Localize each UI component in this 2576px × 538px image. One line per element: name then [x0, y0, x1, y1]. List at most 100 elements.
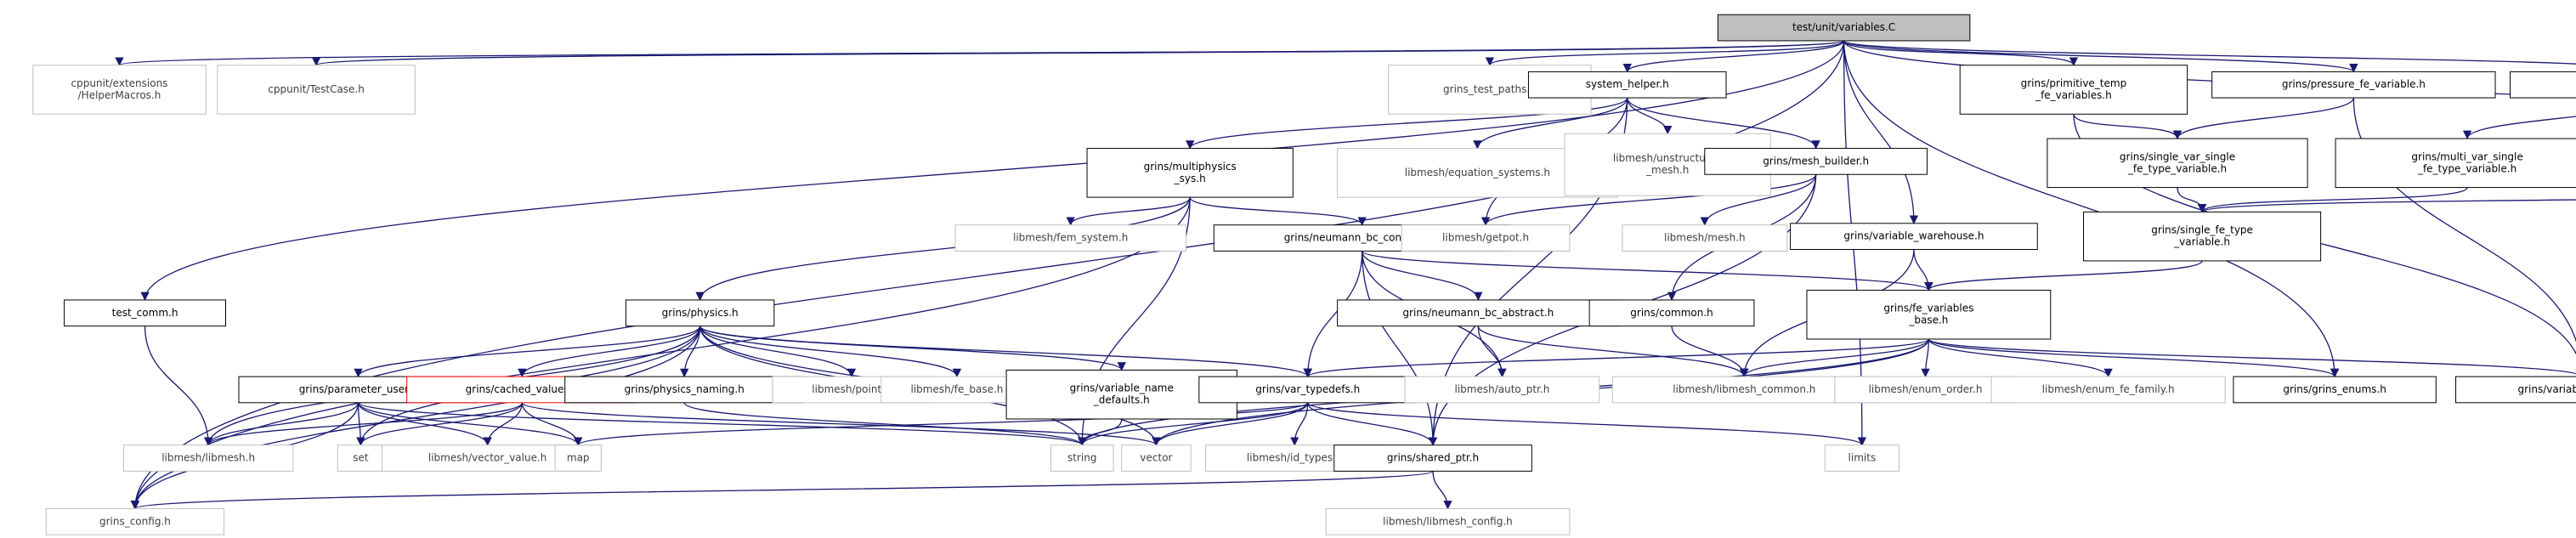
node-label: grins/physics.h [662, 307, 739, 319]
node-pressure-fe[interactable]: grins/pressure_fe_variable.h [2211, 71, 2496, 99]
node-enum-fe-family[interactable]: libmesh/enum_fe_family.h [1990, 376, 2226, 404]
node-variable-warehouse[interactable]: grins/variable_warehouse.h [1790, 223, 2038, 250]
node-label: libmesh/mesh.h [1664, 232, 1746, 244]
node-label: string [1067, 452, 1096, 464]
edge-var-typedefs-to-string [1078, 402, 1309, 446]
edge-mesh-builder-to-mesh [1700, 174, 1817, 226]
edge-velocity-fe-to-multi-var-single [2462, 116, 2576, 140]
edge-fe-variables-base-to-enum-fe-family [1928, 338, 2113, 378]
node-multi-var-single[interactable]: grins/multi_var_single_fe_type_variable.… [2335, 138, 2576, 189]
edge-neumann-bc-container-to-fe-variables-base [1362, 250, 1933, 292]
edge-multi-var-single-to-single-fe-type [2198, 187, 2468, 213]
node-shared-ptr[interactable]: grins/shared_ptr.h [1333, 445, 1532, 472]
edge-root-to-variable-warehouse [1843, 40, 1919, 224]
node-map[interactable]: map [554, 445, 602, 472]
node-box [1121, 445, 1192, 472]
node-label: libmesh/auto_ptr.h [1455, 383, 1550, 395]
edge-var-typedefs-to-vector [1152, 402, 1309, 446]
node-cppunit-testcase[interactable]: cppunit/TestCase.h [217, 65, 416, 115]
node-label: test/unit/variables.C [1792, 21, 1895, 33]
node-mesh[interactable]: libmesh/mesh.h [1622, 224, 1788, 252]
node-primitive-temp[interactable]: grins/primitive_temp_fe_variables.h [1959, 65, 2188, 115]
edge-fe-variables-base-to-variables-parsing [1928, 338, 2576, 375]
node-variables-parsing[interactable]: grins/variables_parsing.h [2455, 376, 2576, 404]
edge-physics-to-fe-base [699, 326, 962, 378]
node-string[interactable]: string [1050, 445, 1114, 472]
edge-neumann-bc-container-to-shared-ptr [1362, 251, 1438, 446]
node-var-typedefs[interactable]: grins/var_typedefs.h [1198, 376, 1418, 404]
node-single-fe-type[interactable]: grins/single_fe_type_variable.h [2083, 211, 2322, 262]
node-system-helper[interactable]: system_helper.h [1527, 71, 1727, 99]
edge-neumann-bc-abstract-to-libmesh-common [1477, 326, 1749, 378]
node-set[interactable]: set [337, 445, 385, 472]
node-multiphysics-sys[interactable]: grins/multiphysics_sys.h [1086, 148, 1294, 198]
node-common[interactable]: grins/common.h [1588, 299, 1755, 327]
node-root[interactable]: test/unit/variables.C [1717, 14, 1971, 42]
node-vector[interactable]: vector [1121, 445, 1192, 472]
node-libmesh-config[interactable]: libmesh/libmesh_config.h [1325, 507, 1571, 535]
nodes: test/unit/variables.C cppunit/extensions/… [32, 14, 2576, 535]
node-box [1704, 148, 1928, 175]
node-box [1050, 445, 1114, 472]
node-label: libmesh/equation_systems.h [1405, 167, 1550, 178]
edge-root-to-cppunit-testcase [312, 40, 1845, 66]
edges [116, 40, 2576, 510]
node-velocity-fe[interactable]: grins/velocity_fe_variables.h [2509, 71, 2576, 99]
node-box [1834, 376, 2017, 404]
edge-fe-variables-base-to-var-typedefs [1303, 338, 1930, 378]
node-neumann-bc-abstract[interactable]: grins/neumann_bc_abstract.h [1337, 299, 1620, 327]
node-fem-system[interactable]: libmesh/fem_system.h [954, 224, 1186, 252]
node-grins-config[interactable]: grins_config.h [45, 507, 225, 535]
edge-var-typedefs-to-map [574, 402, 1309, 446]
node-physics-naming[interactable]: grins/physics_naming.h [564, 376, 805, 404]
node-grins-enums[interactable]: grins/grins_enums.h [2233, 376, 2437, 404]
node-label: grins/multi_var_single [2411, 150, 2522, 162]
node-label: _mesh.h [1645, 164, 1689, 176]
node-enum-order[interactable]: libmesh/enum_order.h [1834, 376, 2017, 404]
node-label: _fe_variables.h [2035, 89, 2112, 101]
node-label: libmesh/libmesh.h [161, 452, 255, 464]
node-box [2509, 71, 2576, 99]
edge-mesh-builder-to-getpot [1480, 173, 1817, 226]
node-box [554, 445, 602, 472]
node-physics[interactable]: grins/physics.h [625, 299, 775, 327]
node-auto-ptr[interactable]: libmesh/auto_ptr.h [1404, 376, 1600, 404]
edge-multiphysics-sys-to-neumann-bc-container [1189, 196, 1367, 226]
node-label: /HelperMacros.h [78, 89, 161, 101]
node-getpot[interactable]: libmesh/getpot.h [1401, 224, 1571, 252]
node-box [1333, 445, 1532, 472]
edge-neumann-bc-container-to-neumann-bc-abstract [1362, 251, 1483, 301]
node-label: grins/grins_enums.h [2283, 383, 2386, 395]
node-label: grins/physics_naming.h [625, 383, 744, 395]
node-limits[interactable]: limits [1824, 445, 1899, 472]
node-label: grins/fe_variables [1883, 303, 1973, 314]
node-label: libmesh/getpot.h [1442, 232, 1529, 244]
edge-variable-warehouse-to-fe-variables-base [1913, 249, 1933, 292]
node-box [1824, 445, 1899, 472]
edge-root-to-primitive-temp [1843, 40, 2078, 66]
edge-shared-ptr-to-libmesh-config [1432, 471, 1452, 510]
edge-root-to-velocity-fe [1843, 40, 2576, 65]
node-single-var-single[interactable]: grins/single_var_single_fe_type_variable… [2047, 138, 2308, 189]
node-cppunit-helper[interactable]: cppunit/extensions/HelperMacros.h [32, 65, 207, 115]
node-libmesh-h[interactable]: libmesh/libmesh.h [122, 445, 294, 472]
edge-neumann-bc-abstract-to-auto-ptr [1477, 326, 1507, 378]
node-label: system_helper.h [1586, 78, 1669, 90]
edge-cached-values-to-set [356, 402, 523, 446]
node-label: grins/single_var_single [2120, 150, 2235, 162]
node-box [625, 299, 775, 327]
node-test-comm[interactable]: test_comm.h [64, 299, 227, 327]
node-label: _variable.h [2173, 236, 2230, 248]
edge-parameter-user-to-string [357, 402, 1087, 446]
node-fe-variables-base[interactable]: grins/fe_variables_base.h [1806, 289, 2052, 340]
node-label: grins/variables_parsing.h [2517, 383, 2576, 395]
edge-multiphysics-sys-to-physics [695, 197, 1191, 301]
node-label: _sys.h [1174, 173, 1206, 184]
node-variable-name-defaults[interactable]: grins/variable_name_defaults.h [1005, 369, 1237, 420]
node-label: _base.h [1908, 314, 1948, 326]
node-label: libmesh/libmesh_config.h [1383, 515, 1513, 527]
node-mesh-builder[interactable]: grins/mesh_builder.h [1704, 148, 1928, 175]
edge-root-to-grins-test-paths [1485, 40, 1845, 66]
node-box [2047, 138, 2308, 189]
node-box [1622, 224, 1788, 252]
